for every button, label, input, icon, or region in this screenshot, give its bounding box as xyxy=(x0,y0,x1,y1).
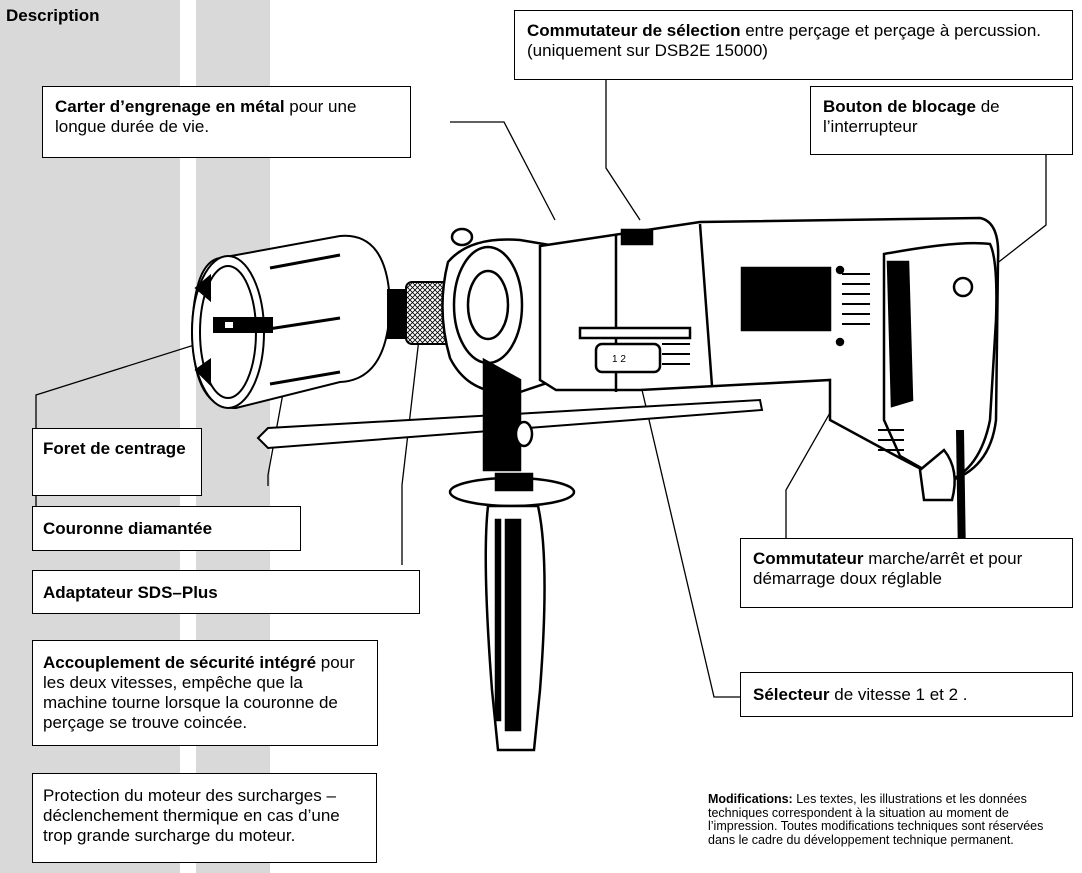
front-flange xyxy=(441,227,558,394)
callout-lock-button-text: de l’interrupteur xyxy=(823,97,1000,136)
diamond-crown-illustration xyxy=(190,234,392,410)
modifications-footnote: Modifications: Les textes, les illustrat… xyxy=(708,792,1068,847)
lock-button-shape xyxy=(952,276,974,298)
switch-marking-text: 1 2 xyxy=(612,354,626,365)
callout-speed-selector: Sélecteur de vitesse 1 et 2 . xyxy=(740,672,1073,717)
footnote-text: Les textes, les illustrations et les don… xyxy=(708,792,1044,847)
callout-diamond-crown-bold: Couronne diamantée xyxy=(43,519,213,538)
leader-sds-adapter xyxy=(401,329,421,565)
callout-gear-housing-text: pour une longue durée de vie. xyxy=(55,97,357,136)
callout-sds-adapter-bold: Adaptateur SDS–Plus xyxy=(43,583,218,602)
callout-on-off-switch-bold: Commutateur xyxy=(753,549,864,568)
callout-gear-housing: Carter d’engrenage en métal pour une lon… xyxy=(42,86,411,158)
callout-safety-clutch-bold: Accouplement de sécurité intégré xyxy=(43,653,317,672)
callout-selection-switch-text: entre perçage et perçage à percussion. (… xyxy=(527,21,1042,60)
footnote-bold: Modifications: xyxy=(708,792,793,806)
callout-lock-button: Bouton de blocage de l’interrupteur xyxy=(810,86,1073,155)
section-title: Description xyxy=(6,6,100,25)
callout-lock-button-bold: Bouton de blocage xyxy=(823,97,976,116)
leader-selection-switch xyxy=(605,79,641,221)
callout-speed-selector-text: de vitesse 1 et 2 . xyxy=(829,685,968,704)
callout-safety-clutch: Accouplement de sécurité intégré pour le… xyxy=(32,640,378,746)
callout-sds-adapter: Adaptateur SDS–Plus xyxy=(32,570,420,614)
callout-motor-protection: Protection du moteur des surcharges – dé… xyxy=(32,773,377,863)
callout-safety-clutch-text: pour les deux vitesses, empêche que la m… xyxy=(43,653,355,732)
side-handle xyxy=(448,357,576,752)
callout-diamond-crown: Couronne diamantée xyxy=(32,506,301,551)
callout-selection-switch-bold: Commutateur de sélection xyxy=(527,21,741,40)
callout-on-off-switch: Commutateur marche/arrêt et pour démarra… xyxy=(740,538,1073,608)
callout-centering-drill: Foret de centrage xyxy=(32,428,202,496)
leader-gear-housing xyxy=(450,121,556,221)
callout-motor-protection-text: Protection du moteur des surcharges – dé… xyxy=(43,786,340,845)
leader-speed-selector xyxy=(634,359,740,698)
callout-speed-selector-bold: Sélecteur xyxy=(753,685,830,704)
callout-centering-drill-bold: Foret de centrage xyxy=(43,439,186,458)
callout-selection-switch: Commutateur de sélection entre perçage e… xyxy=(514,10,1073,80)
rear-handle xyxy=(878,241,998,561)
callout-gear-housing-bold: Carter d’engrenage en métal xyxy=(55,97,285,116)
callout-on-off-switch-text: marche/arrêt et pour démarrage doux régl… xyxy=(753,549,1023,588)
